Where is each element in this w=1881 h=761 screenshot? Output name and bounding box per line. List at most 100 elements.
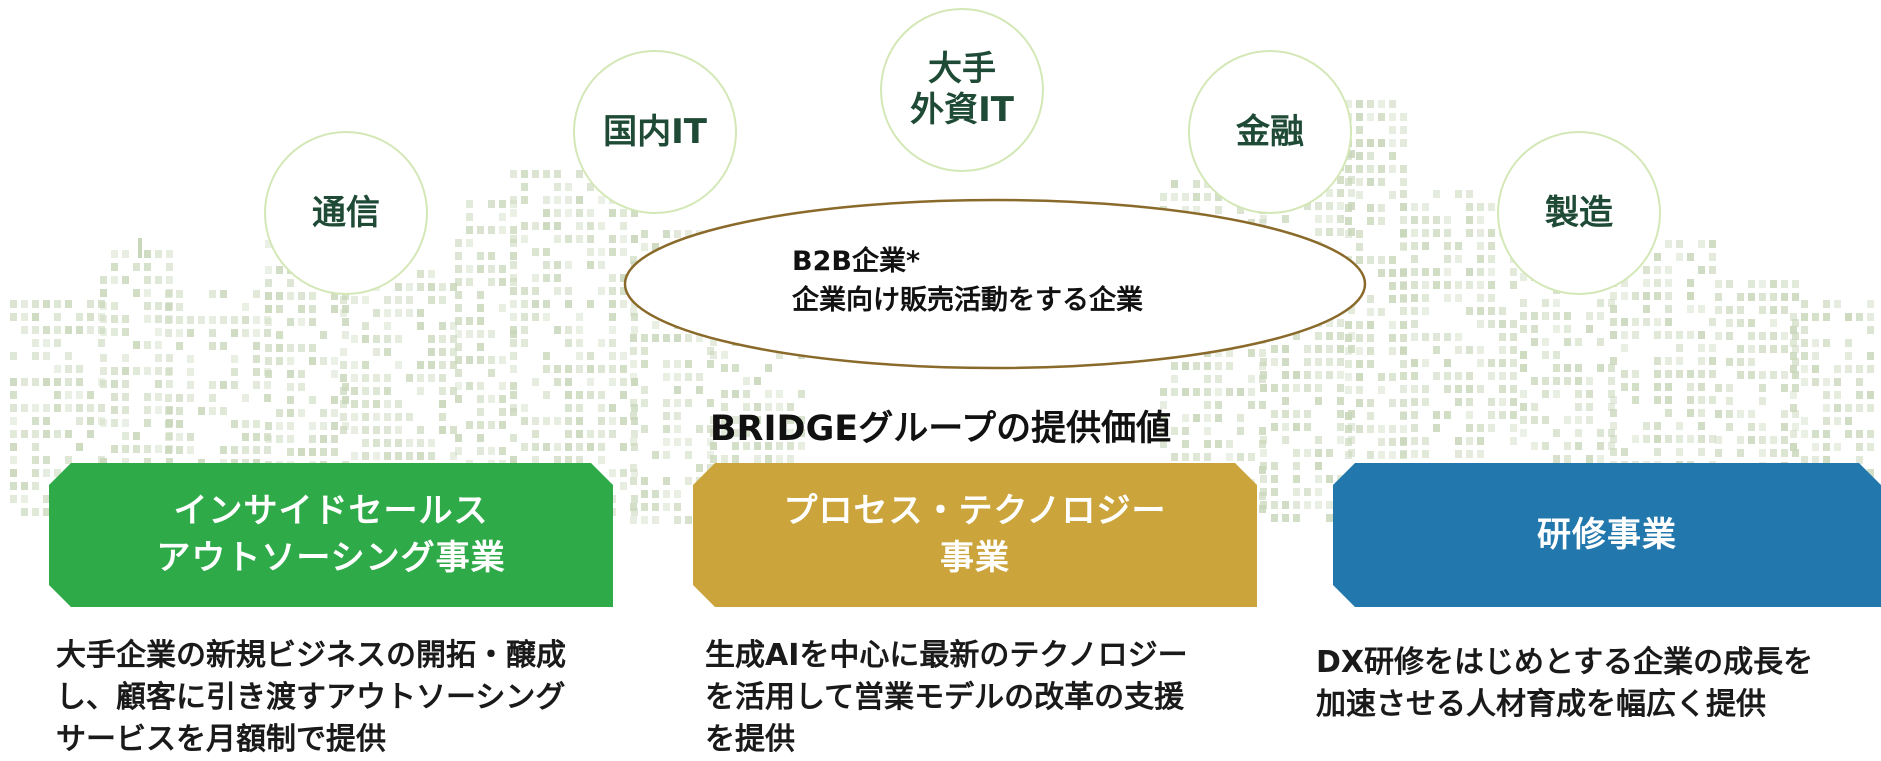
skyline-window <box>439 426 446 434</box>
skyline-window <box>1367 113 1374 121</box>
skyline-window <box>209 394 216 402</box>
skyline-window <box>1411 333 1418 341</box>
skyline-window <box>1654 435 1661 443</box>
skyline-window <box>298 305 305 313</box>
skyline-window <box>176 433 183 441</box>
skyline-window <box>1597 312 1604 320</box>
skyline-window <box>1160 427 1167 435</box>
skyline-window <box>1204 388 1211 396</box>
skyline-window <box>1337 228 1344 236</box>
skyline-window <box>587 183 594 191</box>
skyline-window <box>54 365 61 373</box>
skyline-window <box>576 170 583 178</box>
skyline-window <box>32 326 39 334</box>
skyline-window <box>1781 423 1788 431</box>
skyline-window <box>100 458 107 466</box>
skyline-window <box>609 365 616 373</box>
skyline-window <box>466 239 473 247</box>
skyline-window <box>1748 319 1755 327</box>
skyline-window <box>32 352 39 360</box>
skyline-window <box>309 305 316 313</box>
skyline-window <box>685 230 692 238</box>
skyline-window <box>406 296 413 304</box>
skyline-window <box>1182 453 1189 461</box>
service-box-process-technology: プロセス・テクノロジー 事業 <box>693 463 1257 607</box>
skyline-window <box>609 209 616 217</box>
skyline-window <box>554 326 561 334</box>
skyline-window <box>1455 385 1462 393</box>
skyline-window <box>122 367 129 375</box>
skyline-window <box>1345 386 1352 394</box>
skyline-window <box>1326 345 1333 353</box>
skyline-window <box>209 290 216 298</box>
skyline-window <box>1193 388 1200 396</box>
skyline-window <box>1737 449 1744 457</box>
skyline-window <box>543 365 550 373</box>
skyline-window <box>1444 372 1451 380</box>
skyline-window <box>565 287 572 295</box>
skyline-window <box>1477 268 1484 276</box>
skyline-window <box>309 344 316 352</box>
skyline-window <box>1282 384 1289 392</box>
skyline-window <box>521 300 528 308</box>
skyline-window <box>1575 416 1582 424</box>
skyline-window <box>1715 410 1722 418</box>
skyline-window <box>554 456 561 464</box>
skyline-window <box>187 394 194 402</box>
skyline-window <box>1466 437 1473 445</box>
skyline-window <box>488 265 495 273</box>
skyline-window <box>1433 268 1440 276</box>
skyline-window <box>1499 398 1506 406</box>
skyline-window <box>166 458 173 466</box>
skyline-window <box>1433 190 1440 198</box>
skyline-window <box>510 252 517 260</box>
skyline-window <box>100 315 107 323</box>
skyline-window <box>532 300 539 308</box>
skyline-window <box>1553 429 1560 437</box>
skyline-window <box>1433 333 1440 341</box>
skyline-window <box>565 326 572 334</box>
skyline-window <box>499 226 506 234</box>
skyline-window <box>122 276 129 284</box>
skyline-window <box>1356 243 1363 251</box>
skyline-window <box>1499 359 1506 367</box>
skyline-window <box>477 291 484 299</box>
skyline-window <box>1304 423 1311 431</box>
skyline-window <box>111 406 118 414</box>
skyline-window <box>417 439 424 447</box>
skyline-window <box>1367 360 1374 368</box>
skyline-window <box>1867 313 1874 321</box>
skyline-window <box>1801 365 1808 373</box>
skyline-window <box>122 393 129 401</box>
skyline-window <box>587 235 594 243</box>
skyline-window <box>65 378 72 386</box>
skyline-window <box>1348 345 1355 353</box>
skyline-window <box>663 334 670 342</box>
skyline-window <box>21 378 28 386</box>
skyline-window <box>43 495 50 503</box>
skyline-window <box>417 387 424 395</box>
skyline-window <box>1867 391 1874 399</box>
skyline-window <box>1411 255 1418 263</box>
skyline-window <box>1400 307 1407 315</box>
skyline-window <box>543 196 550 204</box>
skyline-window <box>1411 216 1418 224</box>
skyline-window <box>144 315 151 323</box>
skyline-window <box>1378 100 1385 108</box>
skyline-window <box>1643 266 1650 274</box>
skyline-window <box>1477 450 1484 458</box>
skyline-window <box>696 425 703 433</box>
skyline-window <box>1378 438 1385 446</box>
skyline-window <box>1621 292 1628 300</box>
skyline-window <box>1575 364 1582 372</box>
skyline-window <box>1345 347 1352 355</box>
skyline-window <box>309 435 316 443</box>
skyline-window <box>641 503 648 511</box>
skyline-window <box>32 482 39 490</box>
skyline-window <box>1315 449 1322 457</box>
skyline-window <box>287 370 294 378</box>
skyline-window <box>1792 410 1799 418</box>
skyline-window <box>631 508 638 516</box>
skyline-window <box>521 313 528 321</box>
skyline-window <box>331 435 338 443</box>
